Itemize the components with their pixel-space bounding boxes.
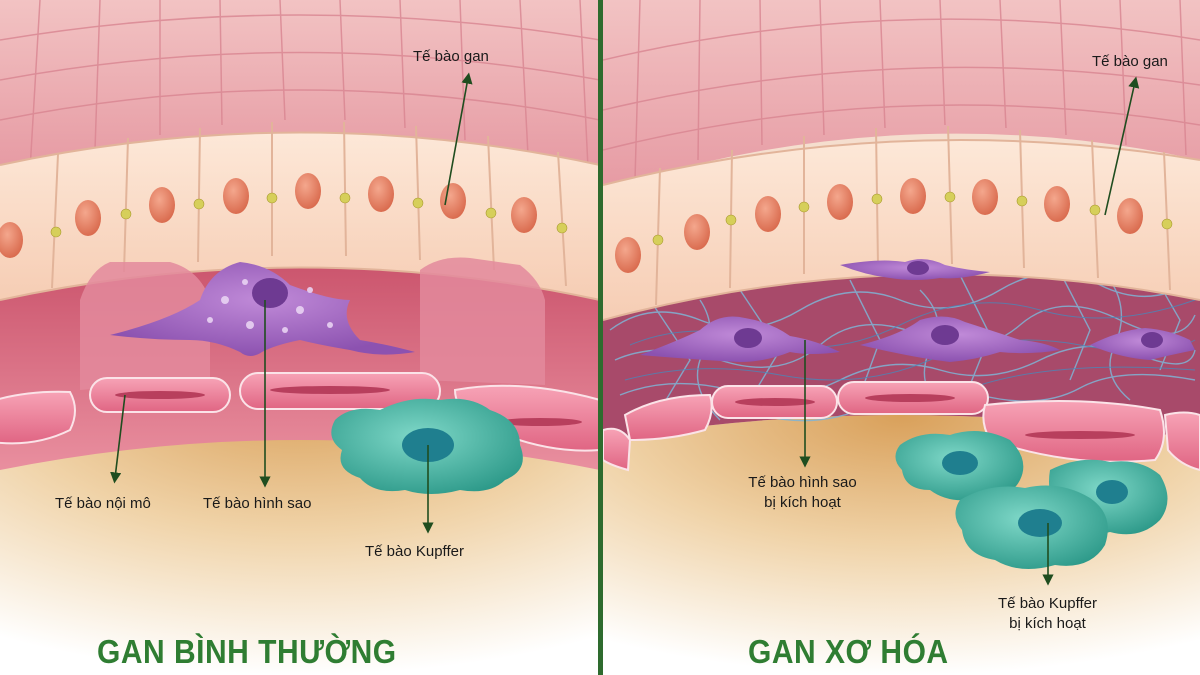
label-kupffer-normal: Tế bào Kupffer [365,543,464,560]
label-stellate-activated-line2: bị kích hoạt [764,494,841,511]
label-stellate-activated: Tế bào hình sao bị kích hoạt [735,473,870,513]
label-kupffer-activated-line1: Tế bào Kupffer [998,595,1097,612]
label-stellate-normal: Tế bào hình sao [203,495,312,512]
label-hepatocyte-right: Tế bào gan [1092,53,1168,70]
title-normal-liver: GAN BÌNH THƯỜNG [97,633,397,671]
label-hepatocyte-left: Tế bào gan [413,48,489,65]
label-endothelial: Tế bào nội mô [55,495,151,512]
title-fibrotic-liver: GAN XƠ HÓA [748,633,949,671]
leader-lines [110,72,1140,586]
left-panel-art [0,0,598,675]
label-stellate-activated-line1: Tế bào hình sao [748,474,857,491]
right-panel-art [603,0,1200,675]
panel-divider [598,0,603,675]
endothelial-cells-left [0,372,598,452]
label-kupffer-activated-line2: bị kích hoạt [1009,615,1086,632]
endothelial-cells-right [603,381,1200,472]
label-kupffer-activated: Tế bào Kupffer bị kích hoạt [985,594,1110,634]
kupffer-cell-normal [331,398,523,494]
stellate-cell-normal [110,262,415,356]
